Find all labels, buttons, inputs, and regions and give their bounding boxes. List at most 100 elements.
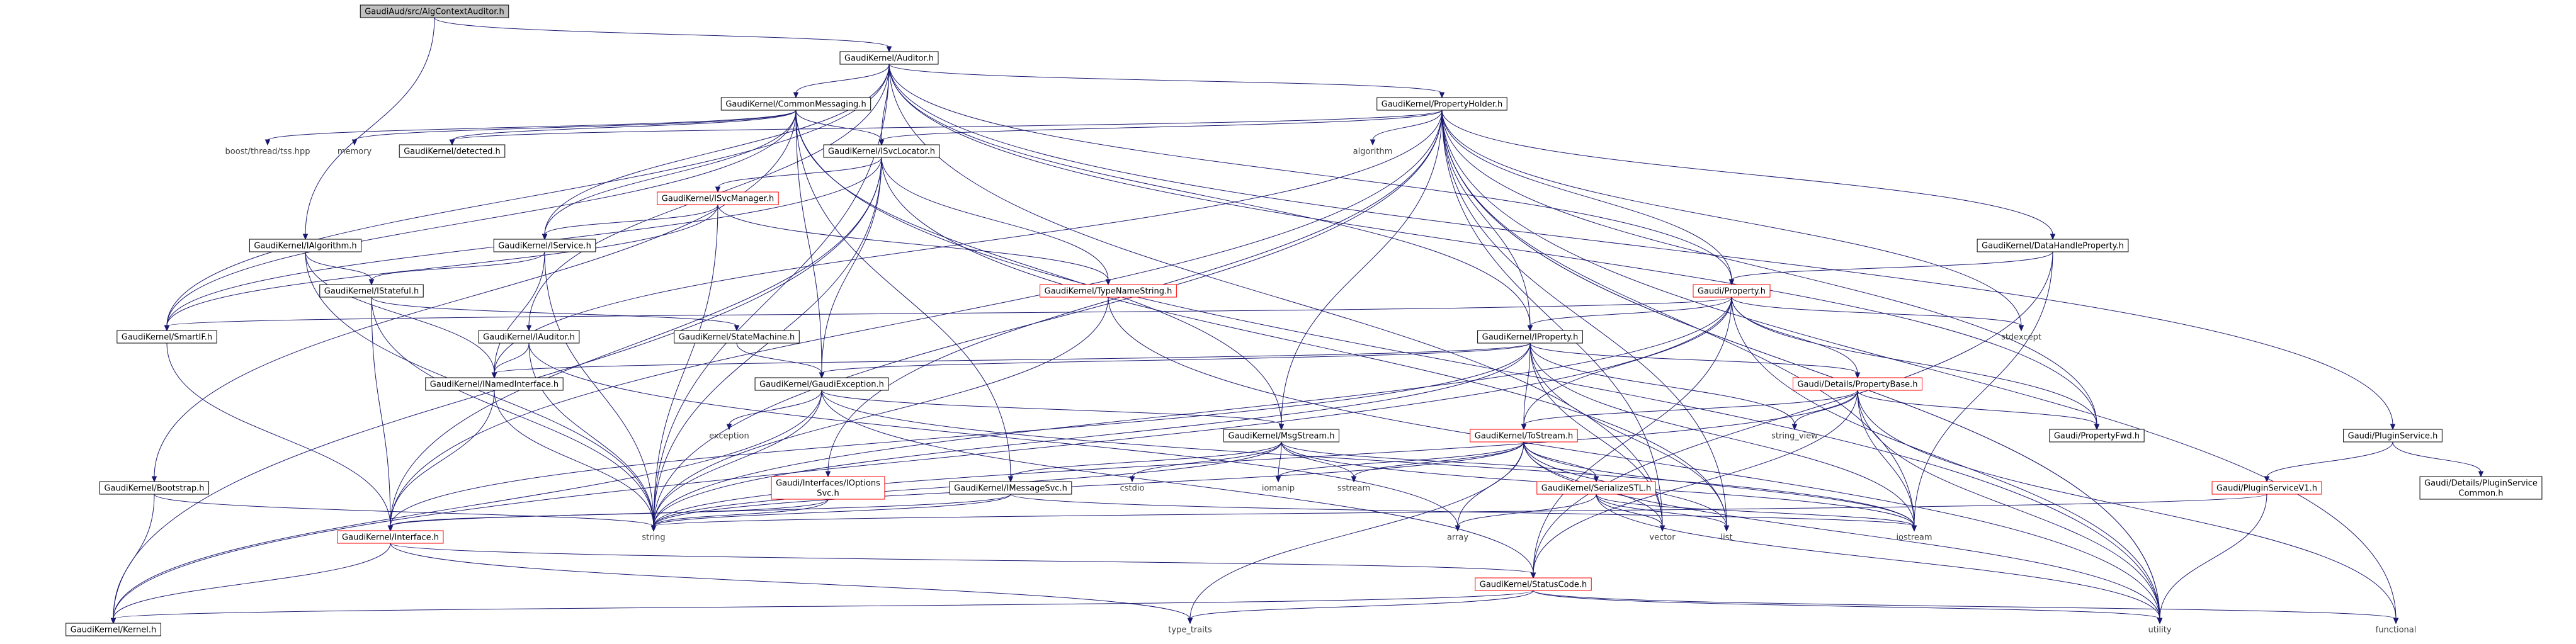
- node-label: Gaudi/PluginService.h: [2348, 432, 2438, 441]
- node-istateful[interactable]: GaudiKernel/IStateful.h: [319, 284, 424, 298]
- node-label: GaudiKernel/IMessageSvc.h: [954, 484, 1067, 494]
- node-detected[interactable]: GaudiKernel/detected.h: [399, 144, 506, 158]
- node-auditor[interactable]: GaudiKernel/Auditor.h: [839, 51, 939, 65]
- edge-iproperty-to-gaudiexception: [819, 342, 1531, 379]
- edge-iservice-to-istateful: [368, 251, 545, 286]
- edge-root-to-ialgorithm: [302, 17, 435, 240]
- node-propholder[interactable]: GaudiKernel/PropertyHolder.h: [1376, 97, 1507, 111]
- node-label: GaudiKernel/Interface.h: [342, 533, 439, 543]
- node-box: [1223, 429, 1340, 443]
- node-tostream[interactable]: GaudiKernel/ToStream.h: [1470, 429, 1578, 443]
- edge-propertybase-to-tostream: [1521, 390, 1858, 431]
- node-kernel[interactable]: GaudiKernel/Kernel.h: [65, 623, 161, 636]
- node-label: GaudiKernel/Auditor.h: [844, 54, 934, 64]
- node-box: [771, 476, 885, 500]
- node-box: [823, 144, 940, 158]
- node-isvcmanager[interactable]: GaudiKernel/ISvcManager.h: [657, 191, 779, 205]
- node-serializestl[interactable]: GaudiKernel/SerializeSTL.h: [1536, 481, 1656, 495]
- edge-datahandleprop-to-gaudiprop: [1728, 251, 2053, 286]
- node-label: type_traits: [1168, 626, 1212, 635]
- edge-datahandleprop-to-statuscode: [1530, 251, 2053, 579]
- node-list: list: [1720, 533, 1732, 543]
- edge-iauditor-to-string: [528, 342, 657, 532]
- node-label: GaudiKernel/GaudiException.h: [759, 380, 884, 390]
- node-commonmsg[interactable]: GaudiKernel/CommonMessaging.h: [720, 97, 871, 111]
- node-isvclocator[interactable]: GaudiKernel/ISvcLocator.h: [823, 144, 940, 158]
- node-interface[interactable]: GaudiKernel/Interface.h: [337, 530, 444, 544]
- node-label: GaudiKernel/IProperty.h: [1482, 333, 1579, 342]
- node-box: [425, 377, 564, 391]
- edge-isvcmanager-to-string: [650, 204, 718, 532]
- node-inamedinterface[interactable]: GaudiKernel/INamedInterface.h: [425, 377, 564, 391]
- node-gaudiexception[interactable]: GaudiKernel/GaudiException.h: [754, 377, 889, 391]
- node-bootstrap[interactable]: GaudiKernel/Bootstrap.h: [99, 481, 210, 495]
- edge-statemachine-to-gaudiexception: [736, 342, 825, 379]
- node-msgstream[interactable]: GaudiKernel/MsgStream.h: [1223, 429, 1340, 443]
- node-label: Gaudi/PluginServiceV1.h: [2216, 484, 2317, 494]
- node-label: GaudiKernel/SerializeSTL.h: [1541, 484, 1651, 494]
- edge-propholder-to-propertyfwd: [1441, 110, 2100, 431]
- edge-auditor-to-propholder: [888, 64, 1445, 99]
- node-label: GaudiKernel/IAuditor.h: [483, 333, 575, 342]
- node-box: [1040, 284, 1177, 298]
- edge-interface-to-statuscode: [390, 543, 1536, 579]
- node-label: GaudiKernel/TypeNameString.h: [1045, 287, 1172, 297]
- node-label: sstream: [1337, 484, 1370, 494]
- node-label: GaudiKernel/ISvcManager.h: [662, 195, 774, 204]
- node-box: [1477, 330, 1583, 344]
- edge-pluginservice-to-pluginservicev1: [2264, 441, 2393, 483]
- node-box: [99, 481, 210, 495]
- edge-auditor-to-commonmsg: [793, 64, 890, 99]
- edge-isvcmanager-to-typenamestring: [717, 204, 1111, 286]
- node-label: GaudiKernel/IStateful.h: [324, 287, 419, 297]
- node-utility: utility: [2148, 626, 2172, 635]
- node-stdexcept: stdexcept: [2001, 333, 2041, 342]
- node-label: GaudiKernel/IAlgorithm.h: [254, 242, 356, 251]
- node-label: exception: [709, 432, 749, 441]
- node-pluginservicev1[interactable]: Gaudi/PluginServiceV1.h: [2211, 481, 2322, 495]
- node-propertybase[interactable]: Gaudi/Details/PropertyBase.h: [1792, 377, 1923, 391]
- edge-smartif-to-interface: [166, 342, 394, 532]
- node-pluginservice[interactable]: Gaudi/PluginService.h: [2343, 429, 2443, 443]
- node-statemachine[interactable]: GaudiKernel/StateMachine.h: [674, 330, 800, 344]
- node-statuscode[interactable]: GaudiKernel/StatusCode.h: [1475, 577, 1592, 591]
- node-box: [1376, 97, 1507, 111]
- node-iproperty[interactable]: GaudiKernel/IProperty.h: [1477, 330, 1583, 344]
- edge-propholder-to-utility: [1441, 110, 2163, 624]
- edge-propholder-to-detected: [449, 110, 1443, 146]
- node-label: GaudiKernel/DataHandleProperty.h: [1982, 242, 2124, 251]
- node-ialgorithm[interactable]: GaudiKernel/IAlgorithm.h: [249, 239, 362, 252]
- node-label: GaudiKernel/detected.h: [404, 147, 501, 157]
- node-box: [319, 284, 424, 298]
- node-label: GaudiKernel/PropertyHolder.h: [1382, 100, 1503, 110]
- edge-imessagesvc-to-iostream: [1010, 494, 1917, 532]
- node-box: [360, 4, 509, 18]
- edge-propholder-to-isvclocator: [878, 110, 1443, 146]
- node-root: GaudiAud/src/AlgContextAuditor.h: [360, 4, 509, 18]
- edge-gaudiexception-to-iostream: [821, 390, 1917, 532]
- node-smartif[interactable]: GaudiKernel/SmartIF.h: [116, 330, 217, 344]
- node-label: GaudiKernel/ISvcLocator.h: [828, 147, 935, 157]
- node-array: array: [1447, 533, 1468, 543]
- node-propertyfwd[interactable]: Gaudi/PropertyFwd.h: [2049, 429, 2145, 443]
- edge-isvclocator-to-interface: [387, 157, 882, 532]
- node-typenamestring[interactable]: GaudiKernel/TypeNameString.h: [1040, 284, 1177, 298]
- edge-commonmsg-to-gaudiexception: [795, 110, 825, 379]
- edge-statuscode-to-kernel: [110, 590, 1534, 624]
- node-box: [337, 530, 444, 544]
- node-box: [2211, 481, 2322, 495]
- edge-commonmsg-to-imessagesvc: [795, 110, 1014, 483]
- node-datahandleprop[interactable]: GaudiKernel/DataHandleProperty.h: [1977, 239, 2129, 252]
- edge-commonmsg-to-memory: [351, 110, 797, 146]
- node-label: iomanip: [1262, 484, 1295, 494]
- node-functional: functional: [2376, 626, 2417, 635]
- node-iauditor[interactable]: GaudiKernel/IAuditor.h: [478, 330, 580, 344]
- node-gaudiprop[interactable]: Gaudi/Property.h: [1693, 284, 1771, 298]
- node-imessagesvc[interactable]: GaudiKernel/IMessageSvc.h: [949, 481, 1072, 495]
- node-iservice[interactable]: GaudiKernel/IService.h: [493, 239, 596, 252]
- node-algorithm: algorithm: [1353, 147, 1393, 157]
- edge-statuscode-to-functional: [1533, 590, 2399, 624]
